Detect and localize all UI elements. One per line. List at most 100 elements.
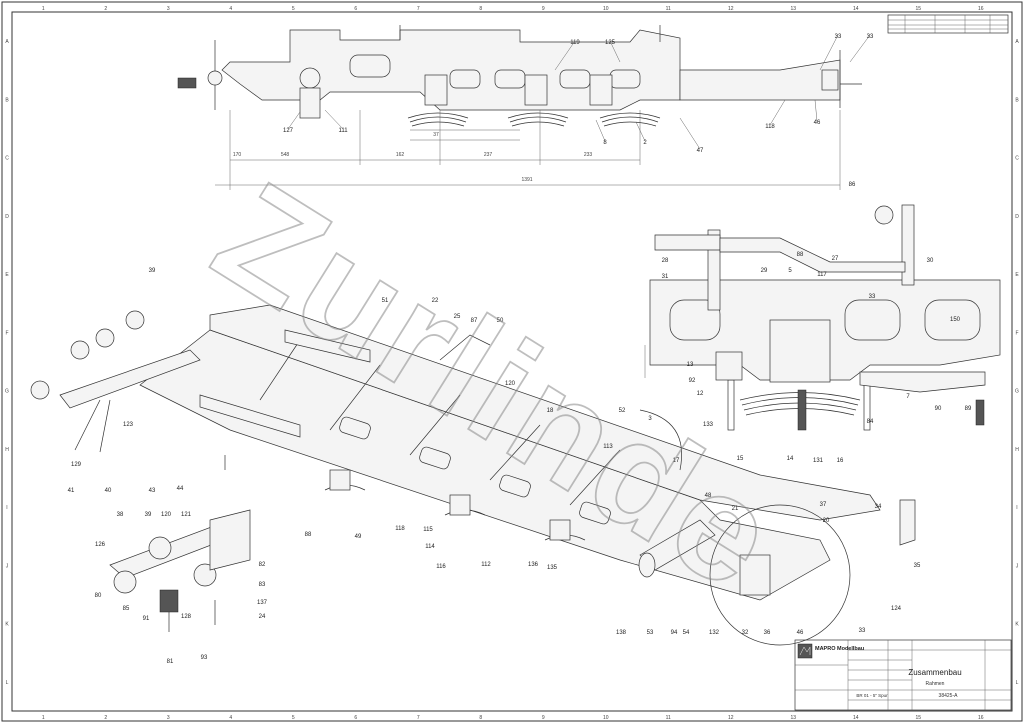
grid-col-label: 7 <box>417 6 420 12</box>
grid-col-label: 3 <box>167 715 170 721</box>
callout-label: 85 <box>123 606 130 612</box>
callout-label: 120 <box>161 512 172 518</box>
grid-col-label: 10 <box>603 715 609 721</box>
callout-label: 2 <box>643 140 647 146</box>
logo-mark <box>799 646 811 656</box>
frame-cutout <box>349 54 391 78</box>
callout-label: 48 <box>705 493 712 499</box>
callout-label: 31 <box>662 274 669 280</box>
grid-col-label: 2 <box>104 6 107 12</box>
callout-label: 32 <box>742 630 749 636</box>
side-frame-rail <box>221 29 681 111</box>
grid-col-label: 8 <box>479 6 482 12</box>
callout-label: 123 <box>123 422 134 428</box>
callout-label: 112 <box>481 562 491 568</box>
callout-label: 27 <box>832 256 839 262</box>
callout-label: 22 <box>432 298 439 304</box>
callout-label: 24 <box>259 614 266 620</box>
grid-row-label: J <box>6 563 9 569</box>
leader-line <box>287 111 301 130</box>
grid-row-label: L <box>1016 680 1019 686</box>
callout-label: 14 <box>787 456 794 462</box>
callout-label: 28 <box>662 258 669 264</box>
callout-label: 13 <box>687 362 694 368</box>
callout-label: 138 <box>616 630 627 636</box>
callout-label: 82 <box>259 562 266 568</box>
dimension-value: 1391 <box>521 177 532 183</box>
grid-col-label: 12 <box>728 6 734 12</box>
iso-axle-box <box>329 469 351 491</box>
callout-label: 50 <box>497 318 504 324</box>
grid-col-label: 6 <box>354 6 357 12</box>
grid-col-label: 4 <box>229 6 232 12</box>
detail-pivot <box>874 205 894 225</box>
leaf-spring <box>407 112 469 127</box>
callout-label: 87 <box>471 318 478 324</box>
grid-row-label: A <box>5 39 9 45</box>
iso-cross-members <box>259 339 621 506</box>
inset-buffer-left <box>113 570 137 594</box>
callout-label: 30 <box>927 258 934 264</box>
callout-label: 94 <box>671 630 678 636</box>
drawing-number: 38425-A <box>939 693 959 699</box>
callout-label: 118 <box>395 526 405 532</box>
grid-col-label: 12 <box>728 715 734 721</box>
grid-row-label: G <box>1015 389 1019 395</box>
callout-label: 34 <box>875 504 882 510</box>
callout-label: 33 <box>867 34 874 40</box>
callout-label: 121 <box>181 512 192 518</box>
grid-col-label: 14 <box>853 6 859 12</box>
callout-label: 89 <box>965 406 972 412</box>
callout-label: 80 <box>95 593 102 599</box>
iso-cutout <box>419 446 451 470</box>
grid-col-label: 1 <box>42 715 45 721</box>
revision-table-frame <box>887 14 1009 34</box>
rear-buffer-plate <box>821 69 839 91</box>
grid-row-label: B <box>5 97 9 103</box>
grid-col-label: 11 <box>666 6 671 12</box>
leader-line <box>769 99 786 126</box>
leader-line <box>324 109 344 130</box>
axle-box <box>524 74 548 106</box>
grid-col-label: 15 <box>915 715 921 721</box>
callout-label: 88 <box>305 532 312 538</box>
iso-cylinder-end <box>638 552 656 578</box>
callout-label: 52 <box>619 408 626 414</box>
inner-frame <box>11 11 1013 712</box>
callout-label: 125 <box>605 40 616 46</box>
dimension-value: 548 <box>281 152 290 158</box>
iso-buffer-mid <box>70 340 90 360</box>
grid-col-label: 11 <box>666 715 671 721</box>
isometric-view <box>30 304 916 646</box>
company-name: MAPRO Modellbau <box>815 646 864 652</box>
callout-label: 43 <box>149 488 156 494</box>
iso-cutout <box>339 416 371 440</box>
dimension-value: 37 <box>433 132 439 138</box>
side-view <box>177 25 862 190</box>
callout-label: 126 <box>95 542 106 548</box>
callout-label: 12 <box>697 391 704 397</box>
callout-label: 16 <box>837 458 844 464</box>
front-pivot <box>299 67 321 89</box>
iso-cutout <box>499 474 531 498</box>
callout-label: 49 <box>355 534 362 540</box>
callout-label: 37 <box>820 502 827 508</box>
grid-col-label: 10 <box>603 6 609 12</box>
revision-table <box>887 14 1009 34</box>
callout-label: 5 <box>788 268 792 274</box>
detail-view <box>644 204 1001 431</box>
leader-line <box>635 121 646 142</box>
dimension-value: 237 <box>484 152 493 158</box>
iso-axle-box <box>449 494 471 516</box>
callout-label: 46 <box>814 120 821 126</box>
leaf-spring <box>599 112 661 127</box>
detail-spring-bolt <box>797 389 807 431</box>
iso-cylinder-tube <box>199 394 301 438</box>
drawing-title: Zusammenbau <box>908 668 961 677</box>
leader-line <box>849 34 871 63</box>
